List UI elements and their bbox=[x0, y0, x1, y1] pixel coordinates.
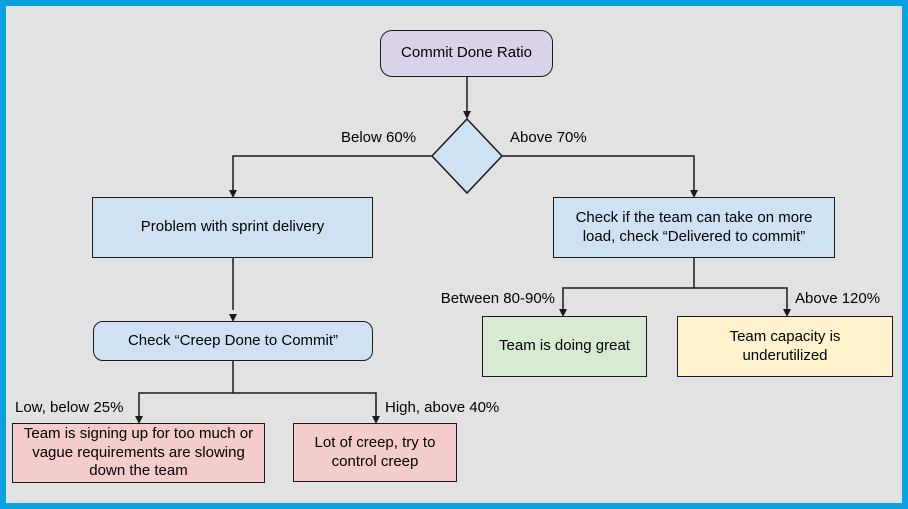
edge-decision-checkload bbox=[502, 155, 695, 191]
node-check-team-load: Check if the team can take on more load,… bbox=[553, 197, 835, 258]
edge-label-between-80-90: Between 80-90% bbox=[440, 290, 555, 307]
node-check-creep-done-to-commit: Check “Creep Done to Commit” bbox=[93, 321, 373, 361]
node-commit-done-ratio-label: Commit Done Ratio bbox=[401, 44, 532, 62]
arrowhead-into-decision bbox=[463, 111, 471, 119]
edge-checkload-underutilized bbox=[694, 287, 788, 310]
node-problem-sprint-delivery: Problem with sprint delivery bbox=[92, 197, 373, 258]
node-signing-up-too-much: Team is signing up for too much or vague… bbox=[12, 423, 265, 483]
arrowheads bbox=[135, 111, 791, 424]
edge-label-low-below-25: Low, below 25% bbox=[15, 399, 124, 416]
node-check-creep-done-to-commit-label: Check “Creep Done to Commit” bbox=[127, 331, 339, 349]
node-check-team-load-label: Check if the team can take on more load,… bbox=[575, 208, 813, 245]
node-problem-sprint-delivery-label: Problem with sprint delivery bbox=[140, 218, 325, 236]
node-lot-of-creep: Lot of creep, try to control creep bbox=[293, 423, 457, 482]
node-team-doing-great-label: Team is doing great bbox=[499, 337, 630, 355]
edge-label-below-60: Below 60% bbox=[341, 129, 417, 146]
edge-checkload-great bbox=[562, 258, 695, 310]
edge-label-above-70: Above 70% bbox=[510, 129, 587, 146]
edge-decision-problem bbox=[232, 155, 432, 191]
node-signing-up-too-much-label: Team is signing up for too much or vague… bbox=[23, 424, 254, 480]
node-team-capacity-underutilized-label: Team capacity is underutilized bbox=[729, 327, 841, 364]
edge-checkcreep-lotcreep bbox=[233, 392, 377, 417]
node-team-capacity-underutilized: Team capacity is underutilized bbox=[677, 316, 893, 377]
edge-label-high-above-40: High, above 40% bbox=[385, 399, 500, 416]
node-commit-done-ratio: Commit Done Ratio bbox=[380, 30, 553, 77]
decision-diamond bbox=[430, 117, 504, 195]
node-lot-of-creep-label: Lot of creep, try to control creep bbox=[314, 433, 436, 470]
node-team-doing-great: Team is doing great bbox=[482, 316, 647, 377]
edge-checkcreep-toomuch bbox=[138, 361, 234, 417]
edge-label-above-120: Above 120% bbox=[795, 290, 881, 307]
